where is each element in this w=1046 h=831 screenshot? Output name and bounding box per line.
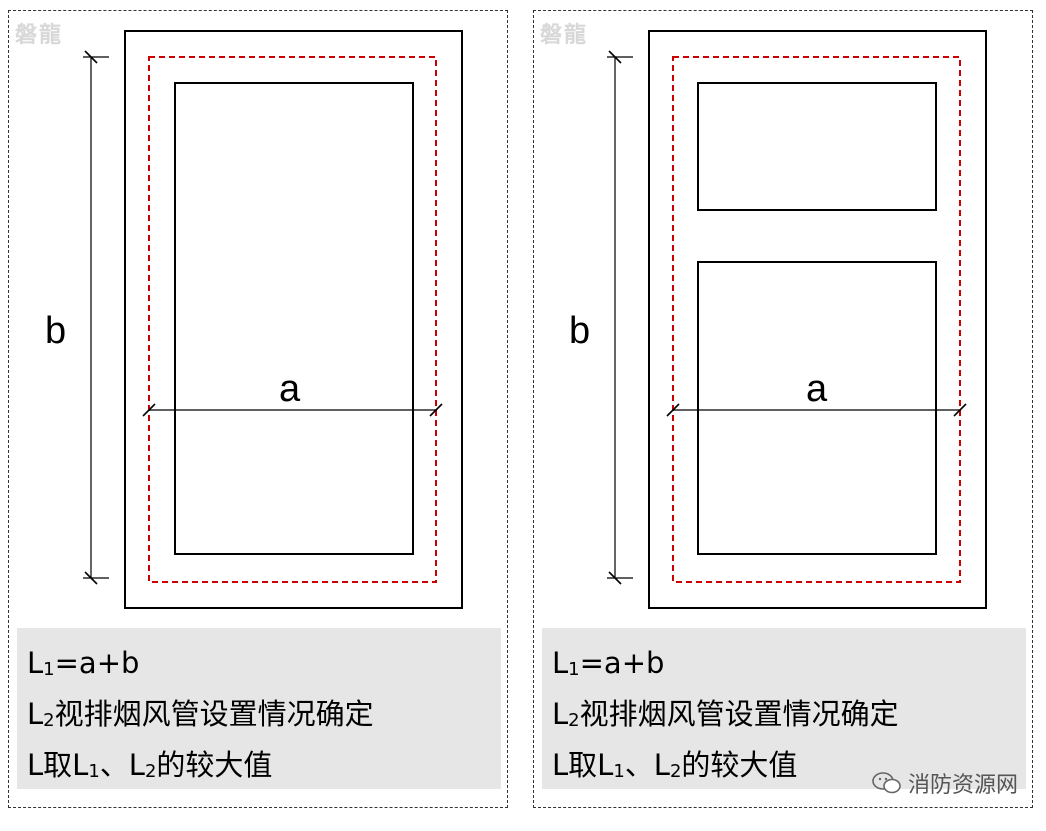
diagram-panel-left: 磐龍 b a L1=a+b L2视排烟风管设置情况确定 L取L1、L2的较大值 — [8, 10, 508, 808]
inner-duct-top — [697, 82, 937, 211]
caption-line-1: L1=a+b — [27, 646, 140, 680]
red-dashed-outline — [148, 56, 437, 583]
caption-line-2: L2视排烟风管设置情况确定 — [552, 697, 899, 731]
dimension-label-b: b — [45, 310, 66, 352]
brand-watermark: 消防资源网 — [872, 767, 1018, 799]
caption-box: L1=a+b L2视排烟风管设置情况确定 L取L1、L2的较大值 — [17, 628, 501, 789]
outer-wall — [648, 30, 987, 609]
shaft-drawing-left: b a — [45, 30, 463, 609]
shaft-drawing-right: b a — [569, 30, 987, 609]
diagram-panel-right: 磐龍 b a L1=a+b L2视排烟风管设置情况确定 L取L1、L2的较大值 … — [533, 10, 1033, 808]
watermark: 磐龍 — [540, 22, 589, 48]
caption-line-1: L1=a+b — [552, 646, 665, 680]
inner-duct — [174, 82, 414, 555]
watermark: 磐龍 — [15, 22, 64, 48]
brand-name: 消防资源网 — [907, 773, 1018, 798]
red-dashed-outline — [672, 56, 961, 583]
dimension-label-b: b — [569, 310, 590, 352]
caption-line-3: L取L1、L2的较大值 — [27, 748, 273, 782]
caption-line-3: L取L1、L2的较大值 — [552, 748, 798, 782]
inner-duct-bottom — [697, 261, 937, 555]
caption-line-2: L2视排烟风管设置情况确定 — [27, 697, 374, 731]
dimension-label-a: a — [279, 368, 301, 410]
outer-wall — [124, 30, 463, 609]
wechat-icon — [872, 772, 901, 794]
caption-box: L1=a+b L2视排烟风管设置情况确定 L取L1、L2的较大值 — [542, 628, 1026, 789]
dimension-label-a: a — [806, 368, 828, 410]
